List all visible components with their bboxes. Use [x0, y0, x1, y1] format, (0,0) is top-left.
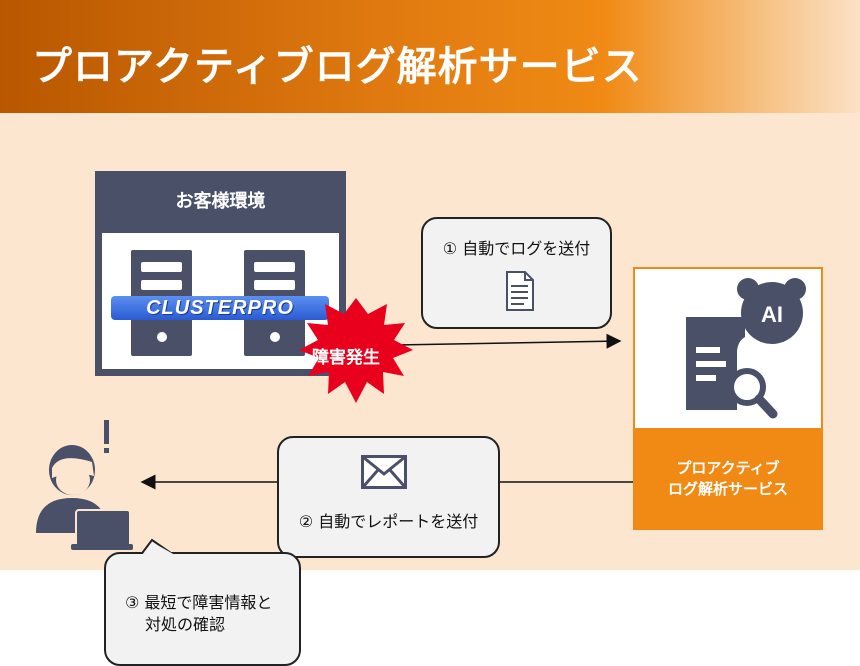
service-line2: ログ解析サービス: [667, 480, 788, 498]
service-label-area: プロアクティブ ログ解析サービス: [635, 428, 821, 528]
mail-icon: [361, 455, 407, 489]
header-banner: プロアクティブログ解析サービス: [0, 0, 860, 113]
service-box: AI プロアクティブ ログ解析サービス: [633, 267, 823, 530]
clusterpro-logo: CLUSTERPRO: [111, 296, 329, 320]
ai-badge-icon: AI: [737, 278, 806, 344]
step1-bubble: ① 自動でログを送付: [421, 217, 612, 329]
arrow-logs-to-service: [394, 333, 622, 349]
step3-line2: 対処の確認: [145, 615, 226, 634]
environment-title: お客様環境: [175, 191, 266, 212]
step2-bubble: ② 自動でレポートを送付: [277, 436, 500, 558]
service-line1: プロアクティブ: [676, 459, 780, 477]
incident-label: 障害発生: [312, 348, 380, 368]
user-icon: [36, 420, 133, 550]
step1-label: ① 自動でログを送付: [442, 239, 591, 258]
step2-label: ② 自動でレポートを送付: [298, 512, 479, 531]
explosion-icon: [299, 298, 413, 403]
service-label: プロアクティブ ログ解析サービス: [635, 458, 821, 500]
ai-analysis-icon: AI: [686, 278, 806, 419]
page-title: プロアクティブログ解析サービス: [32, 44, 643, 90]
ai-badge-label: AI: [761, 302, 783, 327]
service-icon-area: AI: [635, 269, 821, 428]
step3-line1: ③ 最短で障害情報と: [125, 593, 273, 612]
step3-text: ③ 最短で障害情報と 対処の確認: [125, 592, 295, 636]
step3-bubble: ③ 最短で障害情報と 対処の確認: [104, 552, 301, 666]
document-icon: [506, 271, 534, 311]
